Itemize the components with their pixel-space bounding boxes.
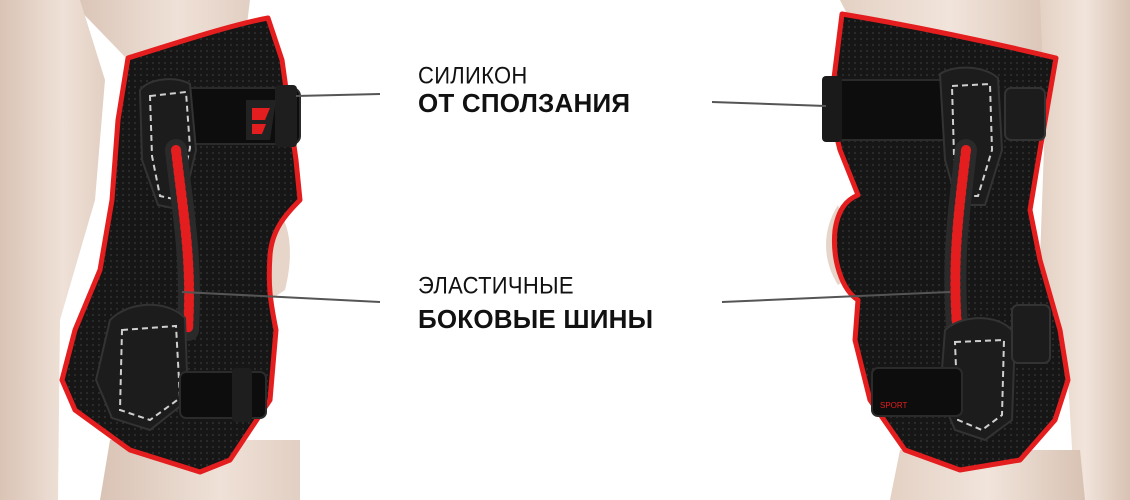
left-knee-brace: [59, 15, 381, 475]
callout-silicone-line2: ОТ СПОЛЗАНИЯ: [418, 88, 631, 119]
left-leader-line-silicone: [295, 93, 381, 97]
right-leader-line-splints: [721, 291, 951, 303]
callout-splints-label: ЭЛАСТИЧНЫЕ БОКОВЫЕ ШИНЫ: [418, 272, 738, 335]
left-leader-line-splints: [181, 291, 381, 303]
right-knee-brace: SPORT: [711, 11, 1071, 473]
callout-silicone-line1: СИЛИКОН: [418, 62, 528, 89]
brace-brand-text: SPORT: [880, 401, 908, 410]
callout-splints-line2: БОКОВЫЕ ШИНЫ: [418, 304, 654, 335]
callout-silicone-label: СИЛИКОН ОТ СПОЛЗАНИЯ: [418, 62, 738, 119]
right-leader-line-silicone: [711, 101, 827, 107]
callout-splints-line1: ЭЛАСТИЧНЫЕ: [418, 272, 574, 299]
